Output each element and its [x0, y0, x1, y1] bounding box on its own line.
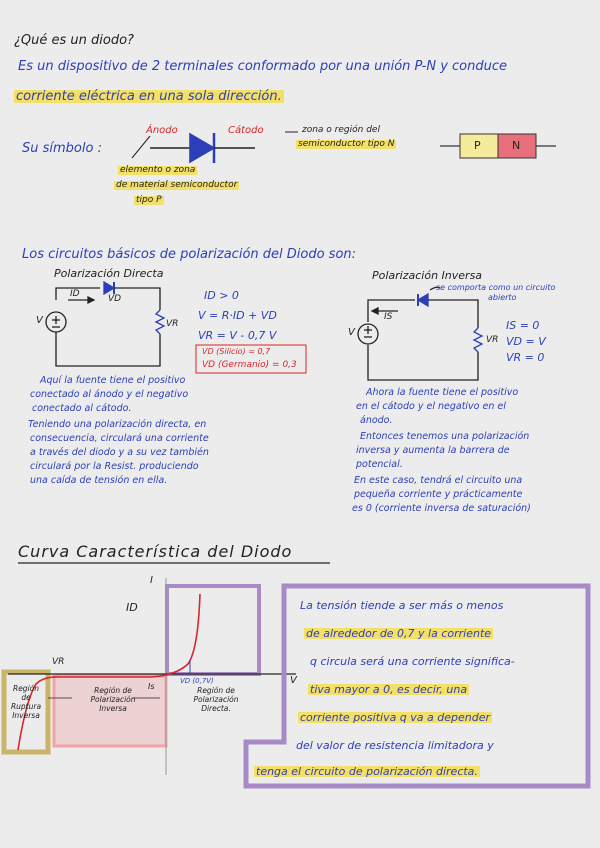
inverse-eq-3: VR = 0 — [506, 351, 545, 364]
inverse-eq-2: VD = V — [506, 335, 546, 348]
anodo-desc-3: tipo P — [134, 195, 164, 205]
direct-v-label: V — [36, 315, 43, 326]
vd-germanio: VD (Germanio) = 0,3 — [202, 360, 297, 370]
inverse-note-2: abierto — [488, 293, 517, 302]
anodo-desc-2: de material semiconductor — [114, 180, 240, 190]
graph-vd-label: VD (0,7V) — [180, 677, 214, 685]
anodo-pointer — [131, 135, 151, 159]
inverse-circuit — [357, 286, 484, 381]
graph-v-axis: V — [290, 675, 297, 686]
direct-id-label: ID — [70, 289, 80, 299]
pn-junction-block — [440, 133, 556, 159]
catodo-desc-1: zona o región del — [302, 125, 380, 135]
direct-title: Polarización Directa — [54, 267, 164, 280]
graph-vr-label: VR — [52, 657, 65, 667]
definition-line-2: corriente eléctrica en una sola direcció… — [14, 89, 284, 104]
direct-eq-2: V = R·ID + VD — [198, 309, 277, 322]
graph-i-axis: I — [150, 575, 153, 586]
inverse-v-label: V — [348, 327, 355, 338]
curve-title: Curva Característica del Diodo — [18, 542, 293, 561]
inverse-is-label: IS — [384, 312, 393, 322]
characteristic-graph — [1, 578, 296, 775]
direct-circuit — [45, 280, 166, 367]
graph-is-label: Is — [148, 682, 155, 691]
diode-symbol — [150, 132, 255, 164]
inverse-note-1: se comporta como un circuito — [436, 283, 556, 292]
region-inversa: Región de Polarización Inversa — [90, 686, 136, 713]
direct-eq-1: ID > 0 — [204, 289, 239, 302]
region-ruptura: Región de Ruptura Inversa — [10, 684, 42, 720]
symbol-label: Su símbolo : — [22, 141, 102, 156]
vd-silicio: VD (Silicio) = 0,7 — [202, 347, 271, 356]
anodo-label: Ánodo — [146, 125, 178, 136]
n-zone-label: N — [512, 139, 521, 152]
catodo-desc-2: semiconductor tipo N — [296, 139, 397, 149]
region-directa: Región de Polarización Directa. — [193, 686, 239, 713]
anodo-desc-1: elemento o zona — [118, 165, 198, 175]
question: ¿Qué es un diodo? — [14, 33, 134, 48]
inverse-eq-1: IS = 0 — [506, 319, 540, 332]
direct-vr-label: VR — [166, 319, 179, 329]
vd-values-box — [195, 344, 307, 374]
graph-id-label: ID — [126, 601, 138, 614]
direct-vd-label: VD — [108, 294, 122, 304]
circuits-title: Los circuitos básicos de polarización de… — [22, 247, 357, 262]
direct-eq-3: VR = V - 0,7 V — [198, 329, 277, 342]
inverse-vr-label: VR — [486, 335, 499, 345]
p-zone-label: P — [474, 139, 481, 152]
inverse-title: Polarización Inversa — [372, 269, 483, 282]
definition-line-1: Es un dispositivo de 2 terminales confor… — [18, 59, 508, 74]
explain-frame — [243, 583, 591, 789]
catodo-label: Cátodo — [228, 125, 264, 136]
